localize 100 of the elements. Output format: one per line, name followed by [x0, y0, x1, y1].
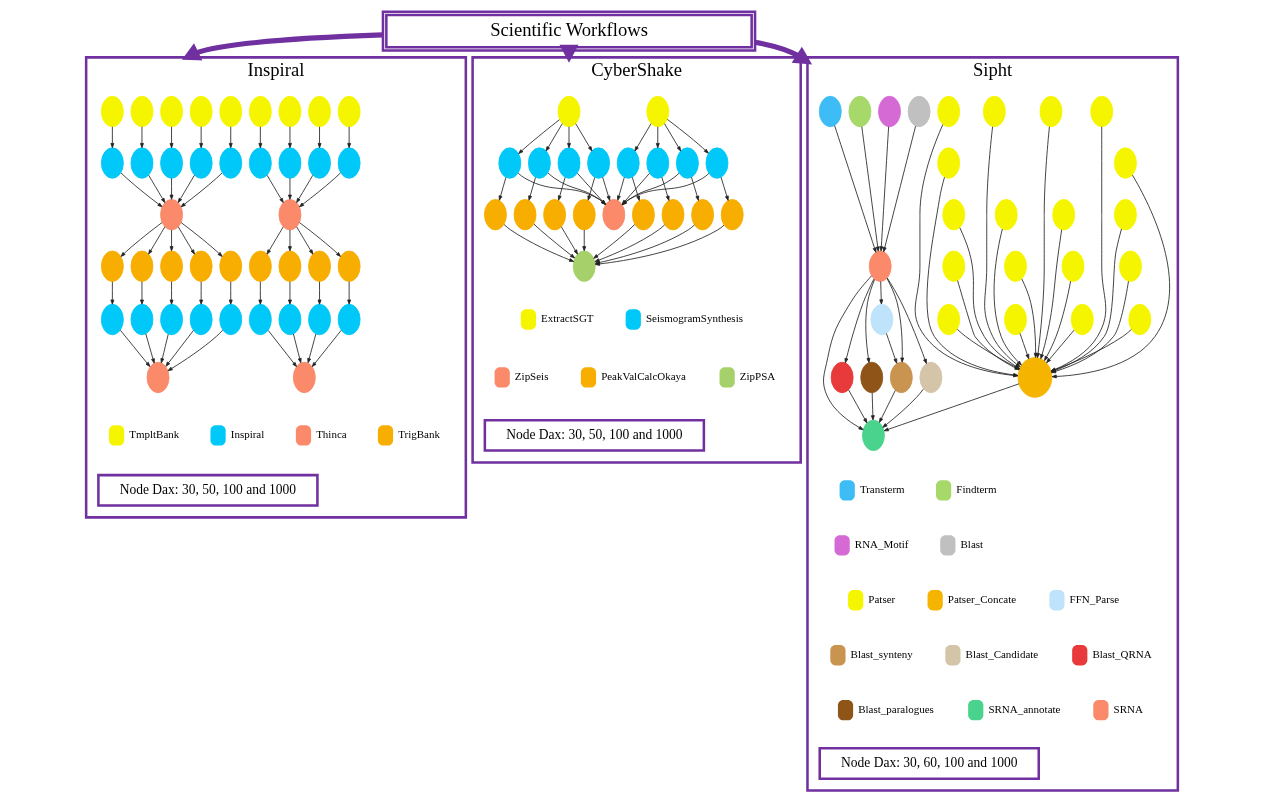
arrow: [119, 329, 150, 367]
legend-label: ZipSeis: [514, 370, 548, 383]
node-ellipse: [645, 147, 669, 179]
node-ellipse: [690, 199, 714, 231]
arrow: [663, 123, 681, 152]
arrow: [257, 126, 262, 149]
arrow: [581, 229, 586, 252]
arrow: [586, 177, 595, 201]
node-ellipse: [100, 303, 124, 336]
arrow: [690, 176, 699, 201]
arrow: [517, 119, 560, 154]
arrow: [1039, 229, 1062, 360]
node-ellipse: [982, 95, 1006, 128]
arrow: [198, 126, 203, 149]
arrow: [833, 125, 876, 253]
arrow: [1043, 280, 1071, 362]
arrow: [498, 177, 506, 201]
arrow: [720, 176, 729, 201]
arrow: [169, 229, 173, 252]
node-ellipse: [645, 95, 669, 128]
node-ellipse: [572, 199, 596, 231]
node-ellipse: [130, 147, 153, 179]
arrow: [545, 123, 563, 152]
node-ellipse: [1039, 95, 1062, 128]
arrow: [878, 281, 883, 305]
legend-label: Findterm: [955, 483, 997, 496]
legend-label: Blast_QRNA: [1091, 648, 1152, 661]
node-ellipse: [248, 147, 272, 179]
node-ellipse: [189, 95, 213, 128]
arrow: [666, 118, 709, 154]
node-ellipse: [307, 303, 331, 336]
node-ellipse: [218, 95, 242, 128]
node-box: Node Dax: 30, 60, 100 and 1000: [817, 747, 1040, 780]
node-ellipse: [907, 95, 930, 128]
arrow: [169, 126, 173, 149]
arrow: [287, 126, 292, 149]
arrow: [180, 172, 222, 208]
arrow: [169, 177, 173, 200]
node-ellipse: [1061, 250, 1084, 282]
node-ellipse: [936, 303, 960, 336]
node-ellipse: [159, 250, 183, 282]
node-ellipse: [889, 361, 913, 394]
arrow: [317, 126, 321, 149]
arrow: [533, 223, 575, 259]
arrow: [147, 226, 165, 255]
arrow: [298, 222, 341, 257]
arrow: [557, 177, 565, 201]
arrow: [311, 330, 342, 368]
legend-label: RNA_Motif: [854, 538, 909, 551]
arrow: [317, 281, 321, 305]
node-ellipse: [859, 361, 883, 394]
node-ellipse: [218, 303, 242, 336]
arrow: [1020, 278, 1038, 358]
legend-label: Blast_Candidate: [965, 648, 1038, 661]
arrow: [527, 177, 536, 201]
arrow: [885, 332, 897, 364]
arrow: [886, 278, 904, 363]
arrow: [169, 281, 173, 305]
node-box: Node Dax: 30, 50, 100 and 1000: [96, 473, 319, 507]
arrow: [633, 123, 651, 152]
arrow: [180, 222, 222, 257]
arrow: [177, 226, 195, 255]
arrow: [228, 126, 233, 149]
arrow: [655, 126, 660, 149]
node-ellipse: [189, 147, 213, 179]
arrow: [870, 392, 875, 421]
legend-label: Inspiral: [230, 428, 264, 441]
legend-label: ExtractSGT: [540, 312, 594, 325]
node-ellipse: [1113, 199, 1137, 231]
node-ellipse: [100, 95, 124, 128]
arrow: [660, 176, 670, 201]
arrow: [883, 383, 1019, 432]
arrow: [847, 389, 867, 424]
arrow: [287, 281, 292, 305]
node-ellipse: [483, 199, 507, 231]
node-ellipse: [159, 147, 183, 179]
node-ellipse: [159, 303, 183, 336]
node-ellipse: [278, 250, 301, 282]
arrow: [346, 126, 351, 149]
arrow: [1019, 332, 1029, 360]
node-ellipse: [631, 199, 655, 231]
node-ellipse: [130, 303, 153, 336]
arrow: [267, 330, 297, 368]
node-box: Node Dax: 30, 50, 100 and 1000: [483, 418, 705, 452]
legend-label: Thinca: [315, 428, 347, 441]
arrow: [139, 281, 144, 305]
node-ellipse: [1127, 303, 1151, 336]
node-ellipse: [661, 199, 684, 231]
arrow: [754, 39, 812, 65]
arrow: [147, 174, 165, 203]
arrow: [198, 281, 203, 305]
node-ellipse: [919, 361, 942, 394]
arrow: [631, 176, 640, 201]
legend-label: TrigBank: [397, 428, 440, 441]
arrow: [822, 275, 872, 431]
legend-label: SeismogramSynthesis: [645, 312, 743, 325]
node-ellipse: [1003, 303, 1027, 336]
legend-label: Transterm: [859, 483, 905, 496]
node-ellipse: [877, 95, 901, 128]
node-ellipse: [557, 147, 580, 179]
